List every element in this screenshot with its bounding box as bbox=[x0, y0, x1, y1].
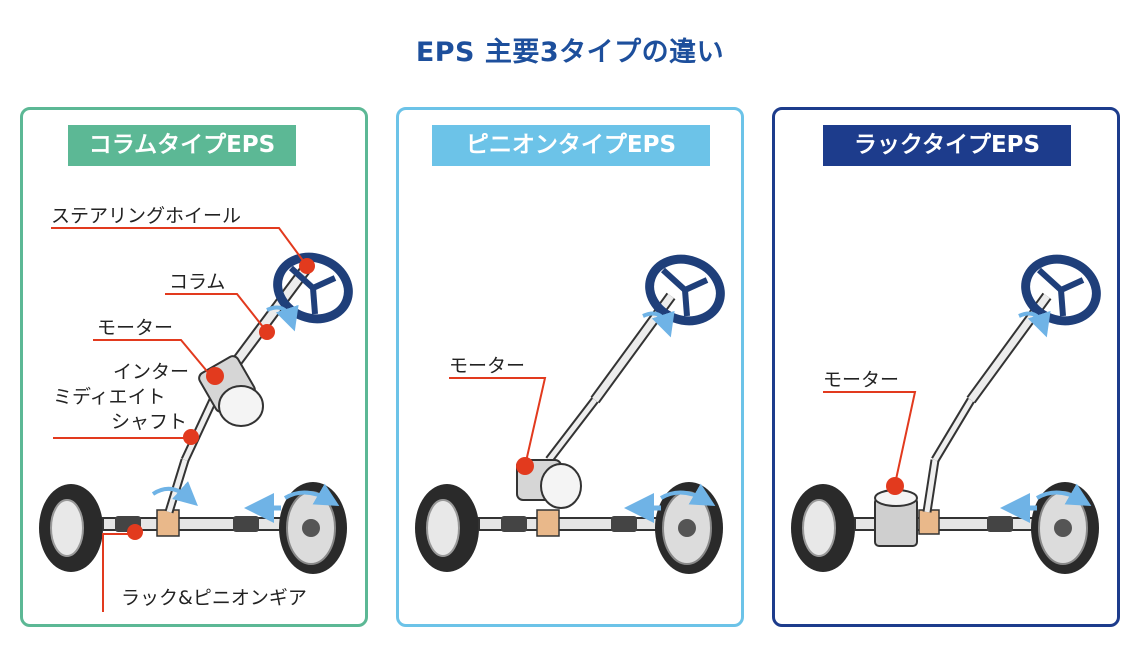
rack-eps-diagram: モーター bbox=[791, 254, 1101, 574]
label-motor: モーター bbox=[97, 317, 173, 339]
rotation-arrow bbox=[1035, 483, 1092, 507]
steering-wheel bbox=[645, 254, 725, 326]
steering-wheel bbox=[1021, 254, 1101, 326]
rotation-arrow bbox=[283, 483, 340, 507]
marker-dot bbox=[516, 457, 534, 475]
rotation-arrow bbox=[1018, 310, 1051, 338]
leader-lines bbox=[51, 227, 308, 612]
marker-dot bbox=[886, 477, 904, 495]
label-shaft-line3: シャフト bbox=[111, 411, 187, 433]
leader-line bbox=[449, 377, 547, 467]
label-motor: モーター bbox=[449, 355, 525, 377]
panel-rack-type: ラックタイプEPS bbox=[772, 107, 1120, 627]
left-tire bbox=[39, 484, 103, 572]
label-shaft-line1: インター bbox=[113, 361, 189, 383]
marker-dots bbox=[127, 258, 315, 540]
panel-pinion-type: ピニオンタイプEPS bbox=[396, 107, 744, 627]
page-title: EPS 主要3タイプの違い bbox=[415, 37, 725, 68]
panel-tag: コラムタイプEPS bbox=[68, 125, 296, 166]
label-column: コラム bbox=[169, 271, 225, 293]
label-rack-pinion: ラック&ピニオンギア bbox=[121, 587, 307, 609]
label-shaft-line2: ミディエイト bbox=[53, 386, 166, 408]
rotation-arrow bbox=[642, 310, 675, 338]
pinion-eps-diagram: モーター bbox=[415, 254, 725, 574]
steering-shaft bbox=[922, 292, 1052, 513]
rotation-arrow bbox=[659, 483, 716, 507]
panel-tag: ラックタイプEPS bbox=[823, 125, 1071, 166]
panel-column-type: コラムタイプEPS bbox=[20, 107, 368, 627]
left-tire bbox=[415, 484, 479, 572]
steering-shaft bbox=[545, 292, 676, 463]
label-steering-wheel: ステアリングホイール bbox=[51, 205, 241, 227]
panel-tag: ピニオンタイプEPS bbox=[432, 125, 710, 166]
label-motor: モーター bbox=[823, 369, 899, 391]
left-tire bbox=[791, 484, 855, 572]
rotation-arrow bbox=[151, 481, 198, 506]
rack-motor bbox=[874, 489, 918, 547]
leader-line bbox=[823, 391, 917, 485]
steering-wheel bbox=[273, 252, 353, 324]
column-eps-diagram: ステアリングホイール コラム モーター インター ミディエイト シャフト ラック… bbox=[39, 205, 353, 612]
rotation-arrow bbox=[266, 304, 299, 332]
